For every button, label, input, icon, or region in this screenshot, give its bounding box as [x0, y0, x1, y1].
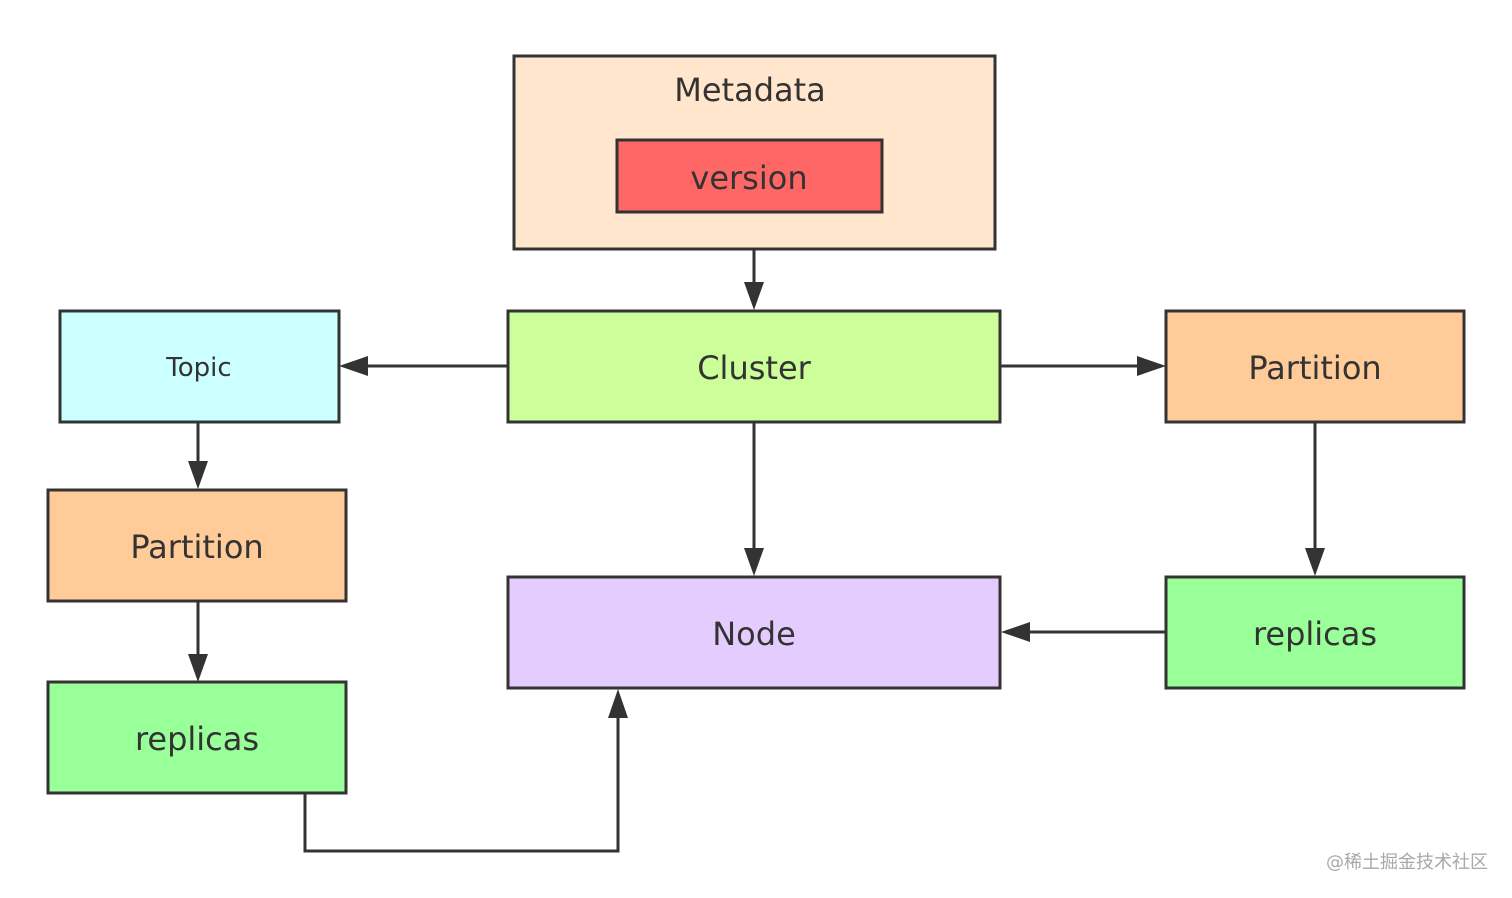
partition-left-label: Partition	[130, 528, 263, 566]
edge-cluster-to-partition-right	[1000, 356, 1166, 376]
edge-cluster-to-topic	[339, 356, 508, 376]
partition-right-box-rect	[1164, 309, 1466, 424]
edge-topic-to-partition-left	[188, 422, 208, 489]
replicas-left-box: replicas	[46, 680, 348, 795]
watermark-text: @稀土掘金技术社区	[1326, 852, 1488, 873]
topic-box-rect	[58, 309, 341, 424]
partition-right-box: Partition	[1164, 309, 1466, 424]
cluster-label: Cluster	[697, 349, 811, 387]
cluster-box-rect	[506, 309, 1002, 424]
version-label: version	[690, 159, 807, 197]
topic-box: Topic	[58, 309, 341, 424]
replicas-left-label: replicas	[135, 720, 259, 758]
replicas-right-label: replicas	[1253, 615, 1377, 653]
partition-left-box-rect	[46, 488, 348, 603]
replicas-right-box: replicas	[1164, 575, 1466, 690]
topic-label: Topic	[165, 353, 231, 383]
replicas-right-box-rect	[1164, 575, 1466, 690]
replicas-left-box-rect	[46, 680, 348, 795]
partition-right-label: Partition	[1248, 349, 1381, 387]
version-box: version	[615, 138, 884, 214]
cluster-box: Cluster	[506, 309, 1002, 424]
node-box: Node	[506, 575, 1002, 690]
edge-replicas-right-to-node	[1001, 622, 1166, 642]
edge-partition-left-to-replicas-left	[188, 601, 208, 682]
metadata-label: Metadata	[674, 71, 826, 109]
node-box-rect	[506, 575, 1002, 690]
edge-metadata-to-cluster	[744, 249, 764, 310]
edge-partition-right-to-replicas-right	[1305, 422, 1325, 576]
edge-replicas-left-to-node	[303, 689, 628, 853]
node-label: Node	[712, 615, 796, 653]
edges	[188, 249, 1325, 853]
edge-cluster-to-node	[744, 422, 764, 576]
version-box-rect	[615, 138, 884, 214]
partition-left-box: Partition	[46, 488, 348, 603]
